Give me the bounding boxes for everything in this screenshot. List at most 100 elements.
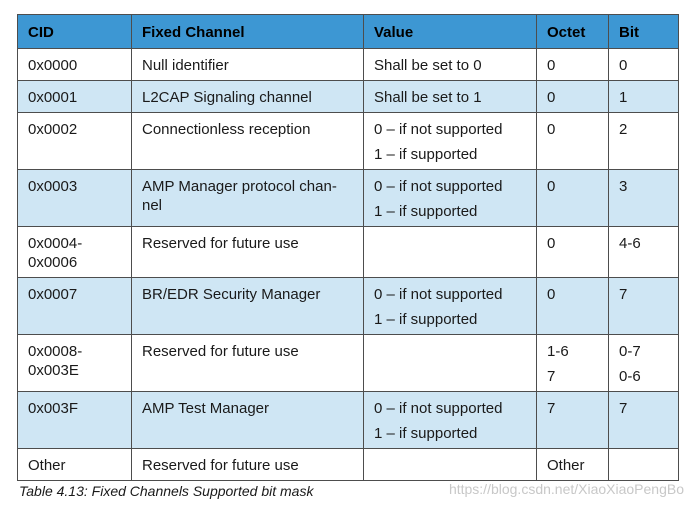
cell-cid: Other [17, 448, 132, 481]
cell-text: 0 [547, 178, 556, 195]
cell-text: Reserved for future use [142, 457, 299, 474]
table-row: 0x0000 Null identifier Shall be set to 0 0 0 [17, 48, 679, 81]
cell-text: 0x003E [28, 362, 79, 379]
cell-text: 3 [619, 178, 628, 195]
cell-value: 0 – if not supported 1 – if supported [363, 169, 537, 227]
cell-value: 0 – if not supported 1 – if supported [363, 112, 537, 170]
cell-text: 4-6 [619, 235, 641, 252]
cell-bit: 4-6 [608, 226, 679, 278]
cell-text: 1 – if supported [374, 146, 478, 163]
cell-bit: 7 [608, 391, 679, 449]
cell-text: 2 [619, 121, 628, 138]
cell-text: 0 [547, 286, 556, 303]
cell-text: 0 – if not supported [374, 121, 503, 138]
cell-text: 0x0007 [28, 286, 78, 303]
table-row: 0x0003 AMP Manager protocol chan-nel 0 – i… [17, 169, 679, 227]
cell-text: 0 [547, 235, 556, 252]
cell-bit: 2 [608, 112, 679, 170]
cell-text: 7 [547, 400, 556, 417]
cell-octet: 7 [536, 391, 609, 449]
cell-fixed-channel: Null identifier [131, 48, 364, 81]
cell-octet: 0 [536, 80, 609, 113]
cell-cid: 0x0001 [17, 80, 132, 113]
cell-text: 0 [547, 89, 556, 106]
table-row: 0x0001 L2CAP Signaling channel Shall be se… [17, 80, 679, 113]
table-caption: Table 4.13: Fixed Channels Supported bit… [19, 483, 314, 499]
cell-text: 0x0006 [28, 254, 78, 271]
cell-cid: 0x0008- 0x003E [17, 334, 132, 392]
cell-fixed-channel: Reserved for future use [131, 448, 364, 481]
header-value: Value [363, 14, 537, 49]
cell-value: Shall be set to 0 [363, 48, 537, 81]
header-octet: Octet [536, 14, 609, 49]
cell-fixed-channel: Reserved for future use [131, 334, 364, 392]
cell-text: Shall be set to 1 [374, 89, 482, 106]
cell-text: Shall be set to 0 [374, 57, 482, 74]
cell-text: Other [28, 457, 66, 474]
cell-value: 0 – if not supported 1 – if supported [363, 391, 537, 449]
cell-fixed-channel: Connectionless reception [131, 112, 364, 170]
cell-value [363, 334, 537, 392]
cell-bit: 1 [608, 80, 679, 113]
cell-octet: 0 [536, 277, 609, 335]
cell-text: 0 [547, 57, 556, 74]
cell-cid: 0x0002 [17, 112, 132, 170]
cell-cid: 0x003F [17, 391, 132, 449]
cell-value [363, 448, 537, 481]
cell-cid: 0x0003 [17, 169, 132, 227]
cell-text: nel [142, 197, 163, 214]
cell-fixed-channel: AMP Test Manager [131, 391, 364, 449]
fixed-channels-table: CID Fixed Channel Value Octet Bit 0x0000… [17, 14, 679, 481]
cell-text: BR/EDR Security Manager [142, 286, 321, 303]
cell-text: 0x0001 [28, 89, 78, 106]
cell-bit: 7 [608, 277, 679, 335]
cell-text: 0x0000 [28, 57, 78, 74]
cell-text: 0 – if not supported [374, 400, 503, 417]
cell-octet: 0 [536, 112, 609, 170]
cell-text: Reserved for future use [142, 235, 299, 252]
cell-text: 0-6 [619, 368, 641, 385]
cell-text: 7 [619, 286, 628, 303]
cell-text: Null identifier [142, 57, 229, 74]
cell-text: 0x0008- [28, 343, 83, 360]
cell-text: 1 – if supported [374, 425, 478, 442]
cell-text: Other [547, 457, 585, 474]
table-row: 0x0004- 0x0006 Reserved for future use 0 4-6 [17, 226, 679, 278]
cell-fixed-channel: L2CAP Signaling channel [131, 80, 364, 113]
cell-cid: 0x0007 [17, 277, 132, 335]
cell-bit [608, 448, 679, 481]
cell-octet: 0 [536, 48, 609, 81]
cell-cid: 0x0004- 0x0006 [17, 226, 132, 278]
cell-text: 0-7 [619, 343, 641, 360]
cell-octet: 0 [536, 169, 609, 227]
cell-text: 1-6 [547, 343, 569, 360]
cell-text: L2CAP Signaling channel [142, 89, 312, 106]
cell-text: 0 [619, 57, 628, 74]
cell-text: 0x003F [28, 400, 79, 417]
cell-text: AMP Manager protocol chan- [142, 178, 337, 195]
cell-bit: 0 [608, 48, 679, 81]
header-bit: Bit [608, 14, 679, 49]
cell-text: 0x0004- [28, 235, 83, 252]
cell-text: 1 – if supported [374, 311, 478, 328]
cell-cid: 0x0000 [17, 48, 132, 81]
watermark: https://blog.csdn.net/XiaoXiaoPengBo [448, 481, 684, 497]
cell-text: 7 [619, 400, 628, 417]
cell-octet: Other [536, 448, 609, 481]
table-row: Other Reserved for future use Other [17, 448, 679, 481]
cell-text: 0x0003 [28, 178, 78, 195]
cell-text: Reserved for future use [142, 343, 299, 360]
cell-text: 7 [547, 368, 556, 385]
cell-fixed-channel: BR/EDR Security Manager [131, 277, 364, 335]
cell-value: Shall be set to 1 [363, 80, 537, 113]
header-row: CID Fixed Channel Value Octet Bit [17, 14, 679, 49]
cell-text: 0 – if not supported [374, 178, 503, 195]
cell-text: 1 – if supported [374, 203, 478, 220]
header-fixed-channel: Fixed Channel [131, 14, 364, 49]
